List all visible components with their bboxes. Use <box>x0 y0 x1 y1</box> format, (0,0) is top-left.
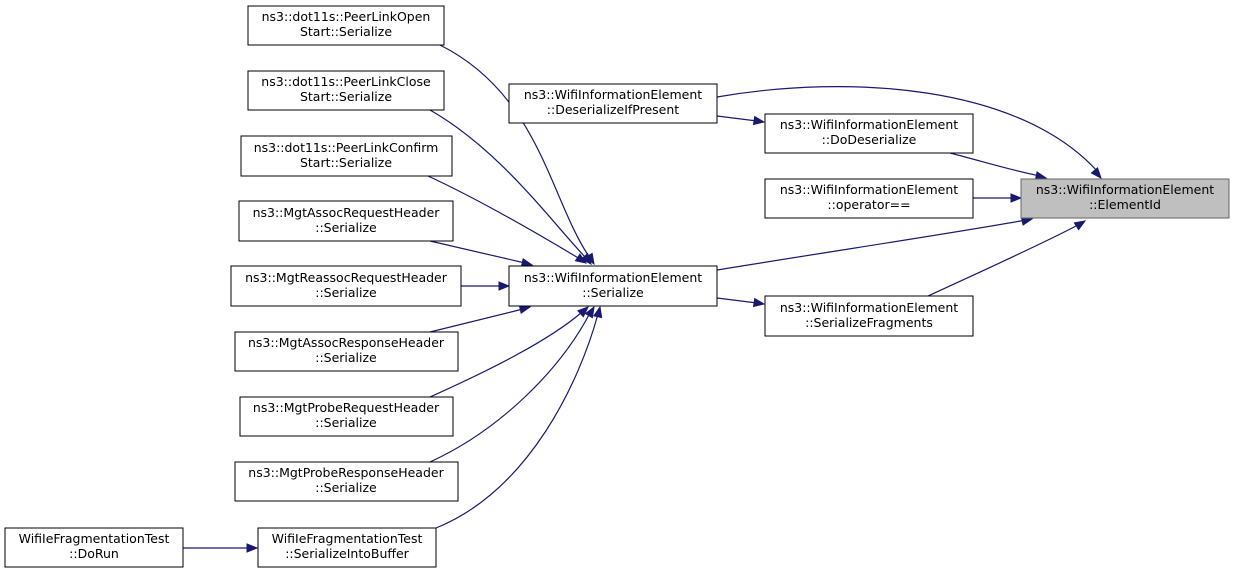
node-reassoc-request[interactable]: ns3::MgtReassocRequestHeader ::Serialize <box>230 265 462 307</box>
node-assoc-response-line2: ::Serialize <box>315 350 377 365</box>
edge-line <box>435 313 599 529</box>
arrowhead-icon <box>574 253 588 264</box>
edge-line <box>429 109 587 259</box>
node-deserialize-if-present-line2: ::DeserializeIfPresent <box>547 102 679 117</box>
edge-line <box>716 85 1099 173</box>
edge-peerLinkOpen-to-serialize <box>439 44 595 266</box>
node-operator-eq-line2: ::operator== <box>827 197 910 212</box>
edge-line <box>429 308 524 333</box>
node-serialize[interactable]: ns3::WifiInformationElement ::Serialize <box>508 265 718 307</box>
node-assoc-response-line1: ns3::MgtAssocResponseHeader <box>248 335 445 350</box>
node-peer-link-confirm-line1: ns3::dot11s::PeerLinkConfirm <box>254 140 439 155</box>
node-assoc-response[interactable]: ns3::MgtAssocResponseHeader ::Serialize <box>234 331 459 372</box>
arrowhead-icon <box>498 281 511 291</box>
edge-serialize-to-serializeFragments <box>716 297 766 308</box>
node-serialize-into-buffer-line1: WifiIeFragmentationTest <box>272 531 423 546</box>
node-assoc-request-line2: ::Serialize <box>315 220 377 235</box>
arrowhead-icon <box>1073 220 1087 231</box>
node-probe-request-line2: ::Serialize <box>315 415 377 430</box>
edge-line <box>429 311 583 398</box>
node-root-elementid[interactable]: ns3::WifiInformationElement ::ElementId <box>1020 178 1230 219</box>
edge-line <box>429 312 591 463</box>
edge-line <box>927 224 1079 297</box>
node-serialize-into-buffer-line2: ::SerializeIntoBuffer <box>285 546 409 561</box>
edge-assocResponse-to-serialize <box>429 304 532 333</box>
node-do-run[interactable]: WifiIeFragmentationTest ::DoRun <box>4 527 184 568</box>
node-reassoc-request-line1: ns3::MgtReassocRequestHeader <box>245 270 448 285</box>
node-reassoc-request-line2: ::Serialize <box>315 285 377 300</box>
edge-peerLinkConfirm-to-serialize <box>427 175 588 264</box>
node-serialize-fragments[interactable]: ns3::WifiInformationElement ::SerializeF… <box>764 295 974 337</box>
node-probe-response[interactable]: ns3::MgtProbeResponseHeader ::Serialize <box>234 461 459 502</box>
node-probe-response-line1: ns3::MgtProbeResponseHeader <box>248 465 444 480</box>
edge-deserializeIfPresent-to-doDeserialize <box>716 115 766 126</box>
node-peer-link-confirm-line2: Start::Serialize <box>300 155 392 170</box>
node-peer-link-confirm[interactable]: ns3::dot11s::PeerLinkConfirm Start::Seri… <box>240 135 453 177</box>
edge-reassocRequest-to-serialize <box>461 281 511 291</box>
node-operator-eq[interactable]: ns3::WifiInformationElement ::operator== <box>764 178 974 219</box>
node-deserialize-if-present[interactable]: ns3::WifiInformationElement ::Deserializ… <box>508 83 718 124</box>
node-serialize-fragments-line2: ::SerializeFragments <box>805 315 933 330</box>
node-deserialize-if-present-line1: ns3::WifiInformationElement <box>524 87 702 102</box>
edges-layer <box>183 44 1102 553</box>
node-peer-link-open-line1: ns3::dot11s::PeerLinkOpen <box>262 9 431 24</box>
node-peer-link-close[interactable]: ns3::dot11s::PeerLinkClose Start::Serial… <box>247 70 445 111</box>
node-do-deserialize-line2: ::DoDeserialize <box>822 132 917 147</box>
node-do-run-line2: ::DoRun <box>69 546 119 561</box>
node-peer-link-close-line2: Start::Serialize <box>300 89 392 104</box>
edge-line <box>716 115 758 122</box>
edge-operatorEq-to-root <box>973 193 1023 203</box>
arrowhead-icon <box>752 115 766 126</box>
node-do-deserialize-line1: ns3::WifiInformationElement <box>780 117 958 132</box>
node-probe-request-line1: ns3::MgtProbeRequestHeader <box>253 400 440 415</box>
node-do-deserialize[interactable]: ns3::WifiInformationElement ::DoDeserial… <box>764 113 974 154</box>
edge-serialize-to-root <box>716 216 1034 271</box>
arrowhead-icon <box>1010 193 1023 203</box>
edge-line <box>429 240 526 264</box>
edge-line <box>439 44 591 259</box>
edge-assocRequest-to-serialize <box>429 240 534 268</box>
edge-doDeserialize-to-root <box>949 152 1048 181</box>
edge-serializeIntoBuffer-to-serialize <box>435 305 603 529</box>
node-root-line1: ns3::WifiInformationElement <box>1036 182 1214 197</box>
arrowhead-icon <box>246 543 259 553</box>
node-serialize-line2: ::Serialize <box>582 285 644 300</box>
edge-doRun-to-serializeIntoBuffer <box>183 543 259 553</box>
node-assoc-request[interactable]: ns3::MgtAssocRequestHeader ::Serialize <box>238 200 454 242</box>
node-serialize-into-buffer[interactable]: WifiIeFragmentationTest ::SerializeIntoB… <box>257 527 437 568</box>
node-peer-link-close-line1: ns3::dot11s::PeerLinkClose <box>261 74 431 89</box>
edge-probeRequest-to-serialize <box>429 306 589 398</box>
edge-probeResponse-to-serialize <box>429 305 595 463</box>
edge-line <box>716 219 1027 271</box>
arrowhead-icon <box>577 306 589 318</box>
edge-line <box>949 152 1041 177</box>
node-serialize-fragments-line1: ns3::WifiInformationElement <box>780 300 958 315</box>
node-do-run-line1: WifiIeFragmentationTest <box>19 531 170 546</box>
node-peer-link-open[interactable]: ns3::dot11s::PeerLinkOpen Start::Seriali… <box>247 5 445 46</box>
arrowhead-icon <box>580 252 592 266</box>
arrowhead-icon <box>593 305 603 319</box>
arrowhead-icon <box>1090 166 1102 180</box>
node-probe-request[interactable]: ns3::MgtProbeRequestHeader ::Serialize <box>239 396 454 437</box>
arrowhead-icon <box>584 305 595 319</box>
node-operator-eq-line1: ns3::WifiInformationElement <box>780 182 958 197</box>
node-peer-link-open-line2: Start::Serialize <box>300 24 392 39</box>
node-root-line2: ::ElementId <box>1089 197 1161 212</box>
node-serialize-line1: ns3::WifiInformationElement <box>524 270 702 285</box>
node-probe-response-line2: ::Serialize <box>315 480 377 495</box>
arrowhead-icon <box>518 304 532 314</box>
arrowhead-icon <box>752 297 766 308</box>
edge-peerLinkClose-to-serialize <box>429 109 592 266</box>
edge-deserializeIfPresent-to-root <box>716 85 1102 180</box>
edge-serializeFragments-to-root <box>927 220 1087 297</box>
edge-line <box>716 297 758 304</box>
node-assoc-request-line1: ns3::MgtAssocRequestHeader <box>253 205 441 220</box>
edge-line <box>427 175 581 260</box>
arrowhead-icon <box>520 258 534 268</box>
